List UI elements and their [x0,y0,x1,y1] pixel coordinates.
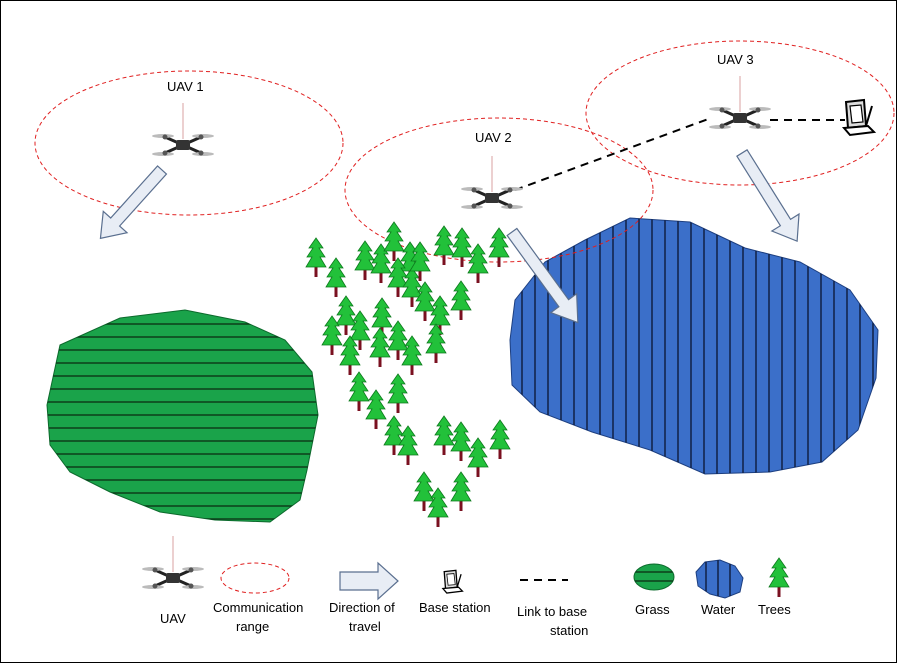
tree-icon [387,373,409,414]
tree-icon [488,227,510,268]
legend-drone-icon [140,534,206,591]
legend-grass-label: Grass [635,602,670,617]
base-station-computer-icon [843,99,875,136]
legend-link-label-2: station [550,623,588,638]
legend-computer-icon [442,569,464,594]
tree-icon [450,280,472,321]
tree-icon [383,221,405,262]
tree-icon [339,335,361,376]
uav2-label: UAV 2 [475,130,512,145]
uav2-drone-icon [459,154,525,211]
arrow-icon [99,165,168,240]
legend-base-label: Base station [419,600,491,615]
tree-icon [354,240,376,281]
legend-tree-icon [768,557,790,598]
legend-water-label: Water [701,602,736,617]
tree-icon [325,257,347,298]
legend-dir-label-1: Direction of [329,600,395,615]
tree-icon [450,421,472,462]
tree-icon [450,471,472,512]
tree-icon [467,437,489,478]
legend-link-label-1: Link to base [517,604,587,619]
water-region [509,217,879,475]
tree-icon [433,225,455,266]
uav1-range-circle [34,70,344,216]
legend-uav-label: UAV [160,611,186,626]
tree-icon [433,415,455,456]
legend-water-icon [695,559,744,599]
uav3-range-circle [585,40,895,186]
legend-trees-label: Trees [758,602,791,617]
legend-arrow-icon [339,561,399,601]
tree-icon [425,323,447,364]
arrow-icon [506,227,579,324]
legend-range-circle [220,562,290,594]
tree-icon [365,389,387,430]
legend-comm-label-1: Communication [213,600,303,615]
legend-dir-label-2: travel [349,619,381,634]
tree-icon [467,243,489,284]
legend: UAV Communication range Direction of tra… [140,534,791,638]
tree-icon [305,237,327,278]
tree-icon [489,419,511,460]
legend-comm-label-2: range [236,619,269,634]
tree-icon [348,371,370,412]
tree-icon [427,487,449,528]
grass-region [46,309,319,523]
uav1-drone-icon [150,101,216,158]
link-uav2-uav3 [514,117,712,191]
uav3-drone-icon [707,74,773,131]
uav1-label: UAV 1 [167,79,204,94]
tree-icon [451,227,473,268]
trees-region [305,221,511,528]
arrow-icon [736,148,800,243]
uav3-label: UAV 3 [717,52,754,67]
tree-icon [401,335,423,376]
legend-grass-icon [633,563,675,591]
tree-icon [369,327,391,368]
